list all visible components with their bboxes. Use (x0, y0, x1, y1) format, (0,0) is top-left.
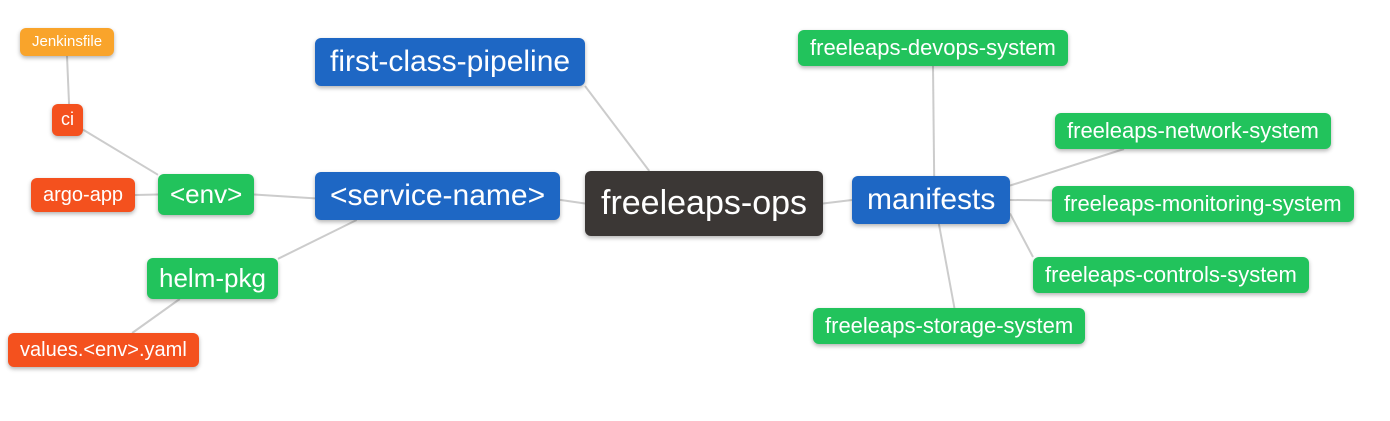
edge-ci-to-env (82, 128, 159, 176)
node-first-class-pipeline[interactable]: first-class-pipeline (315, 38, 586, 86)
node-helm-pkg[interactable]: helm-pkg (147, 258, 278, 300)
node-env[interactable]: <env> (158, 174, 255, 216)
node-ci[interactable]: ci (52, 104, 83, 136)
edge-manifests-to-freeleaps-network-system (1009, 148, 1125, 187)
node-freeleaps-ops[interactable]: freeleaps-ops (585, 171, 824, 236)
edge-argo-app-to-env (134, 193, 159, 196)
node-freeleaps-devops-system[interactable]: freeleaps-devops-system (798, 30, 1068, 67)
edge-service-name-to-helm-pkg (277, 219, 358, 260)
node-freeleaps-storage-system[interactable]: freeleaps-storage-system (813, 308, 1086, 345)
edge-freeleaps-ops-to-manifests (822, 199, 853, 205)
node-freeleaps-monitoring-system[interactable]: freeleaps-monitoring-system (1052, 186, 1354, 223)
node-values-env-yaml[interactable]: values.<env>.yaml (8, 333, 199, 367)
node-freeleaps-network-system[interactable]: freeleaps-network-system (1055, 113, 1331, 150)
edge-manifests-to-freeleaps-controls-system (1009, 212, 1034, 258)
edge-manifests-to-freeleaps-devops-system (932, 65, 936, 177)
edge-first-class-pipeline-to-freeleaps-ops (584, 85, 651, 172)
edge-helm-pkg-to-values-env-yaml (131, 298, 181, 334)
node-jenkinsfile[interactable]: Jenkinsfile (20, 28, 115, 56)
node-freeleaps-controls-system[interactable]: freeleaps-controls-system (1033, 257, 1309, 294)
edge-jenkinsfile-to-ci (66, 55, 71, 105)
edge-env-to-service-name (253, 193, 316, 200)
node-manifests[interactable]: manifests (852, 176, 1011, 224)
node-service-name[interactable]: <service-name> (315, 172, 561, 220)
edge-service-name-to-freeleaps-ops (559, 198, 586, 205)
edge-manifests-to-freeleaps-storage-system (937, 223, 956, 309)
node-argo-app[interactable]: argo-app (31, 178, 136, 212)
